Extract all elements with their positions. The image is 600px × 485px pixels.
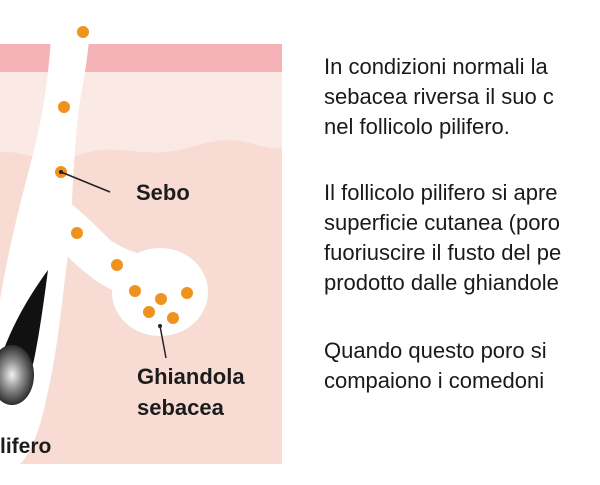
- sebaceous-gland: [112, 248, 208, 336]
- sebum-droplet-icon: [58, 101, 70, 113]
- sebo-label: Sebo: [136, 180, 190, 205]
- gland-leader-dot: [158, 324, 162, 328]
- sebum-droplet-icon: [129, 285, 141, 297]
- sebo-leader-line: [60, 171, 111, 193]
- paragraph-1-line: nel follicolo pilifero.: [324, 114, 510, 140]
- paragraph-2: Il follicolo pilifero si apre superficie…: [324, 178, 561, 299]
- paragraph-1: In condizioni normali la sebacea riversa…: [324, 52, 554, 142]
- paragraph-3-line: compaiono i comedoni: [324, 368, 545, 394]
- sebo-leader-dot: [59, 170, 63, 174]
- sebum-droplet-icon: [71, 227, 83, 239]
- gland-label-line1: Ghiandola: [137, 364, 245, 389]
- sebum-droplet-icon: [155, 293, 167, 305]
- paragraph-3-line: Quando questo poro si: [324, 338, 547, 363]
- gland-label-line2: sebacea: [137, 395, 224, 420]
- paragraph-2-line: Il follicolo pilifero si apre: [324, 180, 558, 205]
- paragraph-2-line: superficie cutanea (poro: [324, 210, 561, 236]
- paragraph-1-line: sebacea riversa il suo c: [324, 84, 554, 110]
- sebum-droplet-icon: [181, 287, 193, 299]
- follicle-label-partial: lifero: [0, 435, 52, 458]
- paragraph-3: Quando questo poro si compaiono i comedo…: [324, 336, 547, 396]
- sebum-droplet-icon: [167, 312, 179, 324]
- gland-leader-line: [159, 325, 167, 359]
- paragraph-2-line: fuoriuscire il fusto del pe: [324, 240, 562, 266]
- sebum-droplet-icon: [111, 259, 123, 271]
- hair-bulb: [0, 345, 34, 405]
- paragraph-2-line: prodotto dalle ghiandole: [324, 270, 559, 296]
- sebum-droplet-icon: [143, 306, 155, 318]
- epidermis-top-layer: [0, 44, 282, 72]
- paragraph-1-line: In condizioni normali la: [324, 54, 548, 79]
- sebum-droplet-icon: [77, 26, 89, 38]
